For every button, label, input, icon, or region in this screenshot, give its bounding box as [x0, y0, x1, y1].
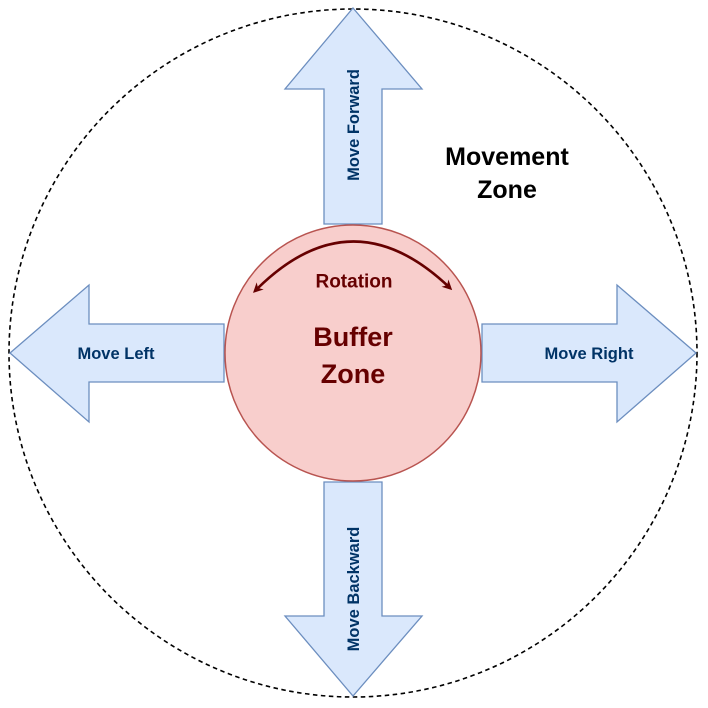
- forward-arrow-shape: [283, 6, 424, 225]
- buffer-zone-label-line-2: Zone: [321, 359, 386, 389]
- left-arrow-shape: [9, 283, 225, 424]
- move-backward-arrow[interactable]: Move Backward: [283, 481, 424, 697]
- rotation-arc-icon: [252, 240, 453, 293]
- rotation-label: Rotation: [315, 272, 392, 293]
- right-arrow-shape: [481, 283, 697, 424]
- buffer-zone-label-line-1: Buffer: [313, 322, 393, 352]
- buffer-zone[interactable]: Rotation Buffer Zone: [224, 224, 482, 482]
- movement-zone-label-line-1: Movement: [445, 143, 569, 171]
- move-forward-label: Move Forward: [345, 69, 363, 181]
- move-right-arrow[interactable]: Move Right: [481, 283, 697, 424]
- move-forward-arrow[interactable]: Move Forward: [283, 6, 424, 225]
- backward-arrow-shape: [283, 481, 424, 697]
- move-backward-label: Move Backward: [345, 527, 363, 652]
- move-right-label: Move Right: [545, 345, 634, 363]
- move-left-arrow[interactable]: Move Left: [9, 283, 225, 424]
- move-left-label: Move Left: [77, 345, 155, 363]
- buffer-zone-circle: [224, 224, 482, 482]
- movement-zone-label-line-2: Zone: [477, 176, 537, 204]
